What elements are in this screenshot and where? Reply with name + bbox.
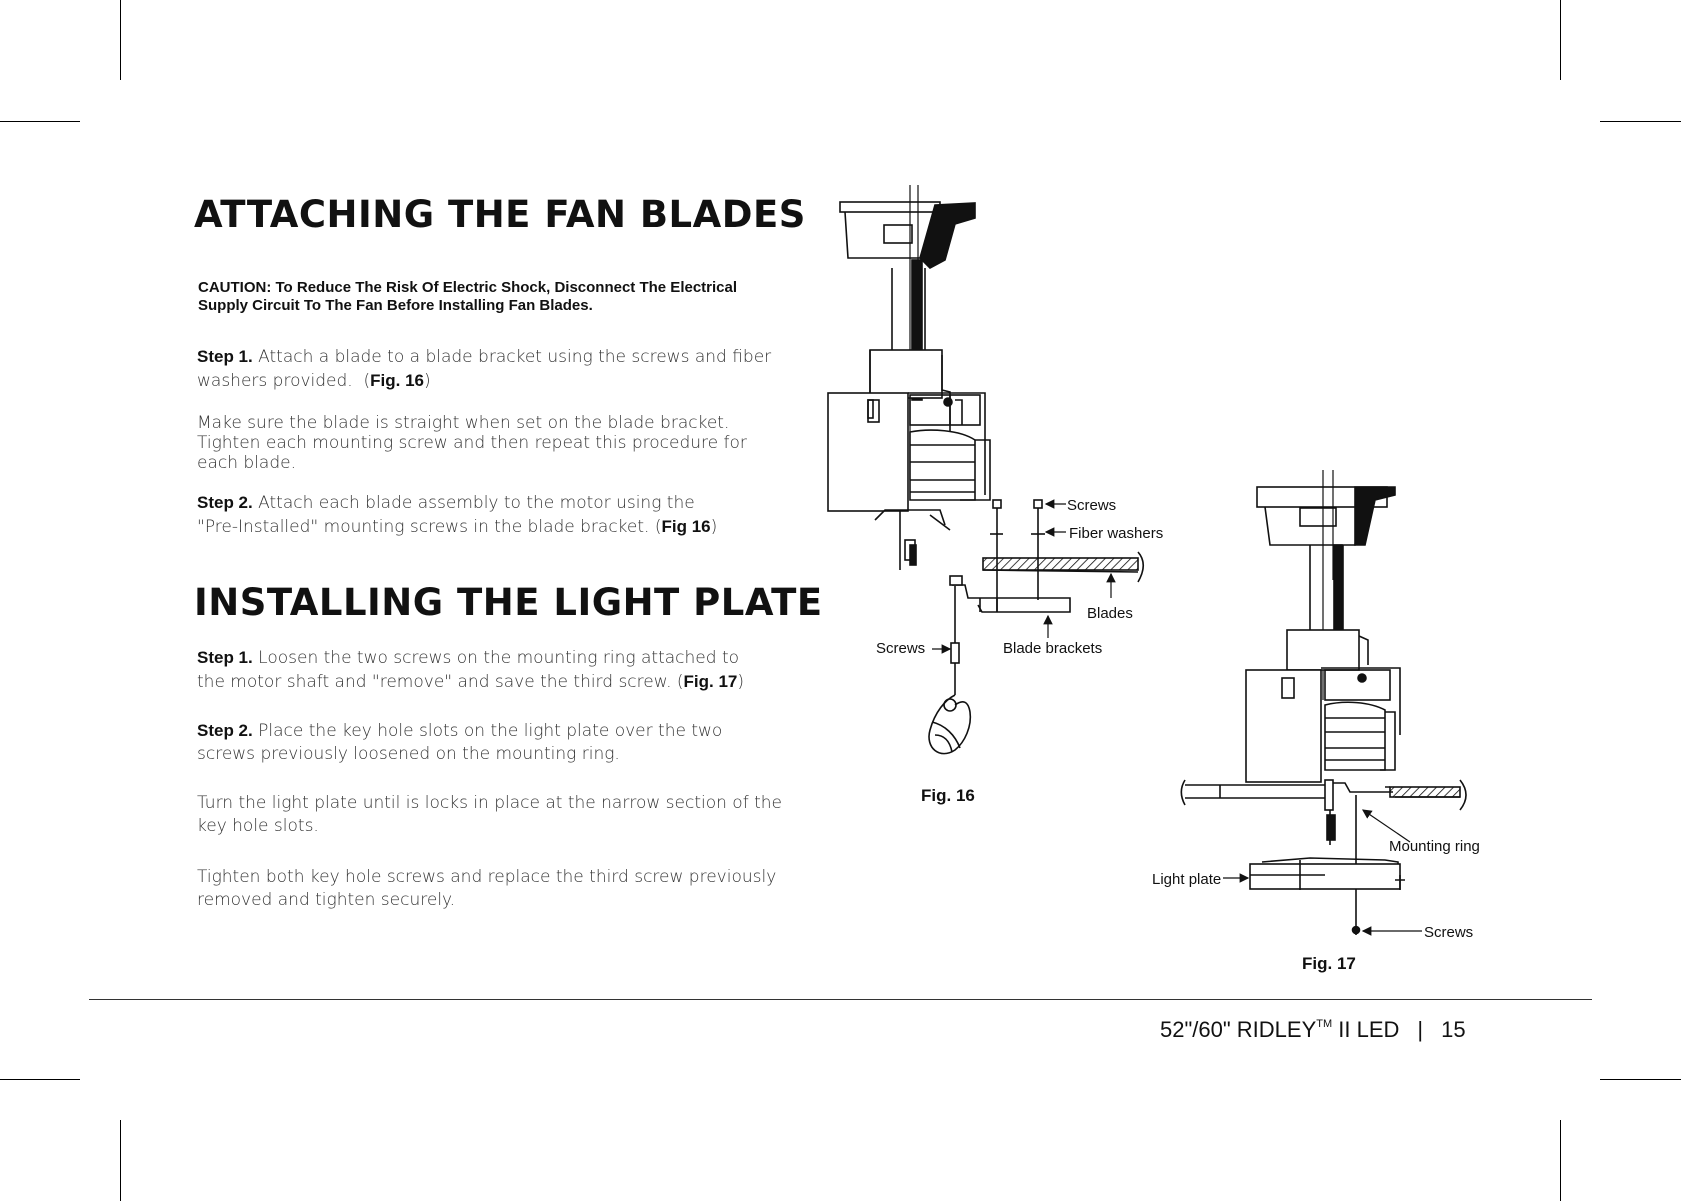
crop-mark	[1560, 1120, 1561, 1201]
section-title-attaching-blades: ATTACHING THE FAN BLADES	[194, 193, 806, 236]
label-screws: Screws	[876, 640, 925, 657]
fig16-annotations	[932, 499, 1116, 654]
figure-caption: Fig. 17	[1302, 954, 1356, 973]
label-fiber-washers: Fiber washers	[1069, 525, 1163, 542]
fig16-diagram	[827, 185, 1145, 755]
trademark: TM	[1316, 1018, 1333, 1030]
pull-chain-drawing	[928, 586, 972, 755]
crop-mark	[120, 0, 121, 80]
step-text: Attach a blade to a blade bracket using …	[258, 347, 772, 367]
step-line: Step 2. Attach each blade assembly to th…	[197, 491, 807, 515]
blades-step-2: Step 2. Attach each blade assembly to th…	[197, 491, 807, 539]
motor-housing-drawing	[827, 392, 991, 570]
label-blades: Blades	[1087, 605, 1133, 622]
figure-reference: Fig. 16	[370, 371, 425, 390]
step-text: "Pre-Installed" mounting screws in the b…	[197, 517, 650, 537]
screw-drawing	[990, 499, 1045, 612]
blade-drawing	[1180, 779, 1467, 811]
product-model-suffix: II LED	[1332, 1017, 1400, 1042]
crop-mark	[1560, 0, 1561, 80]
product-model: 52"/60" RIDLEY	[1160, 1017, 1317, 1042]
step-text: screws previously loosened on the mounti…	[197, 744, 620, 764]
figure-caption: Fig. 16	[921, 786, 975, 805]
blade-drawing	[982, 551, 1145, 583]
step-line: washers provided. (Fig. 16)	[197, 371, 431, 391]
step-text: Attach each blade assembly to the motor …	[258, 493, 695, 513]
light-plate-para-1: Turn the light plate until is locks in p…	[197, 792, 807, 838]
motor-housing-drawing	[1245, 667, 1401, 783]
page-footer: 52"/60" RIDLEYTM II LED | 15	[1160, 1017, 1466, 1043]
step-text: Loosen the two screws on the mounting ri…	[258, 648, 740, 668]
footer-separator: |	[1417, 1017, 1424, 1042]
light-plate-para-2: Tighten both key hole screws and replace…	[197, 866, 807, 912]
note-line: Make sure the blade is straight when set…	[197, 413, 730, 433]
step-text: washers provided.	[197, 371, 353, 391]
light-plate-drawing	[1249, 857, 1405, 890]
section-title-light-plate: INSTALLING THE LIGHT PLATE	[194, 581, 823, 624]
label-mounting-ring: Mounting ring	[1389, 838, 1480, 855]
step-text: Place the key hole slots on the light pl…	[258, 721, 723, 741]
downrod-drawing	[1286, 544, 1369, 671]
figure-reference: Fig 16	[661, 517, 711, 536]
light-plate-step-2: Step 2. Place the key hole slots on the …	[197, 719, 807, 766]
mounting-ring-drawing	[1324, 779, 1361, 935]
caution-line: Supply Circuit To The Fan Before Install…	[198, 297, 593, 314]
crop-mark	[1600, 121, 1681, 122]
caution-note: CAUTION: To Reduce The Risk Of Electric …	[198, 279, 798, 315]
step-line: Step 1. Loosen the two screws on the mou…	[197, 646, 807, 670]
step-label: Step 1.	[197, 347, 253, 366]
downrod-drawing	[869, 259, 951, 470]
fig17-diagram	[1180, 470, 1467, 935]
figure-reference: Fig. 17	[683, 672, 738, 691]
step-text: the motor shaft and "remove" and save th…	[197, 672, 672, 692]
step-label: Step 2.	[197, 721, 253, 740]
para-line: Tighten both key hole screws and replace…	[197, 867, 777, 887]
footer-divider	[89, 999, 1592, 1000]
blades-step-1: Step 1. Attach a blade to a blade bracke…	[197, 345, 807, 393]
step-line: Step 1. Attach a blade to a blade bracke…	[197, 345, 807, 369]
fig17-annotations	[1223, 809, 1422, 936]
note-line: each blade.	[197, 453, 296, 473]
page-number: 15	[1441, 1017, 1466, 1042]
label-blade-brackets: Blade brackets	[1003, 640, 1102, 657]
label-screws: Screws	[1424, 924, 1473, 941]
blades-note: Make sure the blade is straight when set…	[197, 413, 807, 473]
blade-bracket-drawing	[949, 575, 1071, 613]
para-line: Turn the light plate until is locks in p…	[197, 793, 782, 813]
crop-mark	[0, 121, 80, 122]
crop-mark	[120, 1120, 121, 1201]
note-line: Tighten each mounting screw and then rep…	[197, 433, 747, 453]
step-line: the motor shaft and "remove" and save th…	[197, 672, 745, 692]
crop-mark	[1600, 1079, 1681, 1080]
label-light-plate: Light plate	[1152, 871, 1221, 888]
canopy-drawing	[839, 185, 976, 480]
step-line: Step 2. Place the key hole slots on the …	[197, 719, 807, 743]
label-screws: Screws	[1067, 497, 1116, 514]
crop-mark	[0, 1079, 80, 1080]
para-line: key hole slots.	[197, 816, 319, 836]
step-line: "Pre-Installed" mounting screws in the b…	[197, 517, 718, 537]
caution-line: CAUTION: To Reduce The Risk Of Electric …	[198, 279, 738, 296]
para-line: removed and tighten securely.	[197, 890, 456, 910]
step-label: Step 1.	[197, 648, 253, 667]
step-label: Step 2.	[197, 493, 253, 512]
light-plate-step-1: Step 1. Loosen the two screws on the mou…	[197, 646, 807, 694]
